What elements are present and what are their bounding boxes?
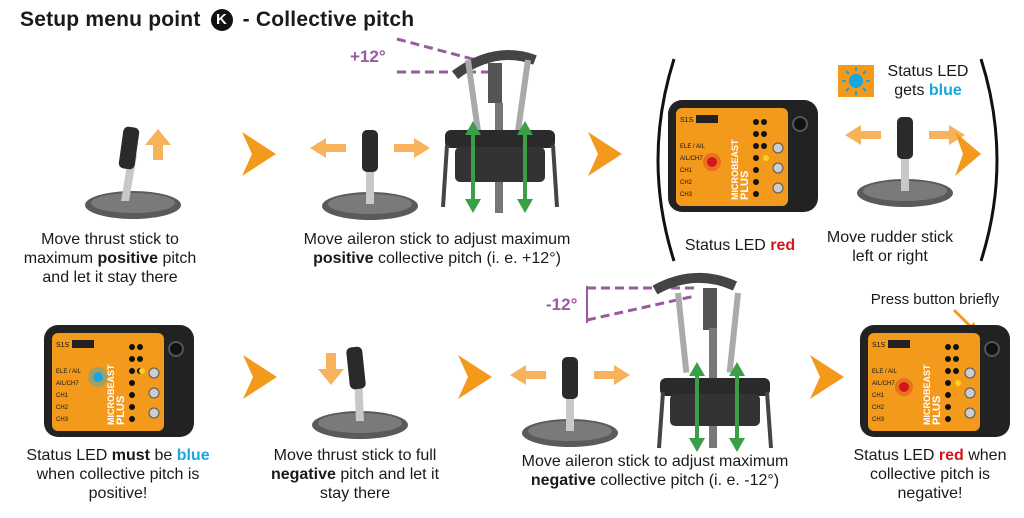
svg-text:MICROBEAST: MICROBEAST [730,139,740,200]
aileron-stick-left-right-icon [510,357,630,447]
page-title: Setup menu point K - Collective pitch [20,8,415,31]
chevron-right-icon [810,355,844,399]
thrust-stick-up-icon [85,126,181,219]
rotor-head-negative-pitch-icon [586,273,773,452]
rudder-stick-left-right-icon [845,117,965,207]
chevron-right-icon [243,355,277,399]
bracket-close-icon [979,58,999,262]
svg-text:CH3: CH3 [56,417,69,423]
chevron-right-icon [242,132,276,176]
svg-text:PLUS: PLUS [931,396,943,425]
svg-text:ELE / AIL: ELE / AIL [680,144,706,150]
svg-text:ELE / AIL: ELE / AIL [56,369,82,375]
svg-text:PLUS: PLUS [115,396,127,425]
svg-text:S1S: S1S [56,342,70,349]
rotor-head-positive-pitch-icon [396,37,559,213]
svg-text:CH3: CH3 [680,192,693,198]
led-blue-icon [838,65,874,97]
caption-step-4: Move rudder stick left or right [826,229,954,265]
svg-text:CH1: CH1 [56,393,69,399]
microbeast-unit-icon: S1S ELE / AIL AIL/CH7 CH1 CH2 CH3 MICROB… [860,325,1010,437]
svg-text:MICROBEAST: MICROBEAST [922,364,932,425]
caption-step-6: Status LED must be blue when collective … [26,447,210,502]
svg-text:CH1: CH1 [872,393,885,399]
caption-step-5: Status LED gets blue [887,63,969,99]
angle-positive-label: +12° [350,47,386,66]
svg-text:AIL/CH7: AIL/CH7 [872,381,895,387]
svg-text:CH3: CH3 [872,417,885,423]
thrust-stick-down-icon [312,346,408,439]
microbeast-unit-icon: S1S ELE / AIL AIL/CH7 CH1 CH2 CH3 MICROB… [44,325,194,437]
svg-text:ELE / AIL: ELE / AIL [872,369,898,375]
svg-text:MICROBEAST: MICROBEAST [106,364,116,425]
svg-text:AIL/CH7: AIL/CH7 [680,156,703,162]
svg-text:S1S: S1S [872,342,886,349]
bracket-open-icon [656,58,676,262]
chevron-right-icon [588,132,622,176]
chevron-right-icon [955,132,981,176]
svg-text:PLUS: PLUS [739,171,751,200]
svg-text:CH2: CH2 [56,405,69,411]
chevron-right-icon [458,355,492,399]
svg-text:AIL/CH7: AIL/CH7 [56,381,79,387]
caption-step-2: Move aileron stick to adjust maximum pos… [303,231,571,267]
svg-text:S1S: S1S [680,117,694,124]
caption-step-8: Move aileron stick to adjust maximum neg… [521,453,789,489]
svg-text:CH2: CH2 [680,180,693,186]
caption-step-3: Status LED red [684,237,796,254]
microbeast-unit-icon: S1S ELE / AIL AIL/CH7 CH1 CH2 CH3 MICROB… [668,100,818,212]
caption-step-9: Press button briefly [870,291,1000,308]
caption-step-1: Move thrust stick to maximum positive pi… [23,231,197,286]
caption-step-7: Move thrust stick to full negative pitch… [270,447,440,502]
menu-point-k-badge: K [210,9,233,31]
angle-negative-label: -12° [546,295,578,314]
aileron-stick-left-right-icon [310,130,430,220]
svg-text:CH2: CH2 [872,405,885,411]
svg-text:CH1: CH1 [680,168,693,174]
caption-step-10: Status LED red when collective pitch is … [853,447,1007,502]
